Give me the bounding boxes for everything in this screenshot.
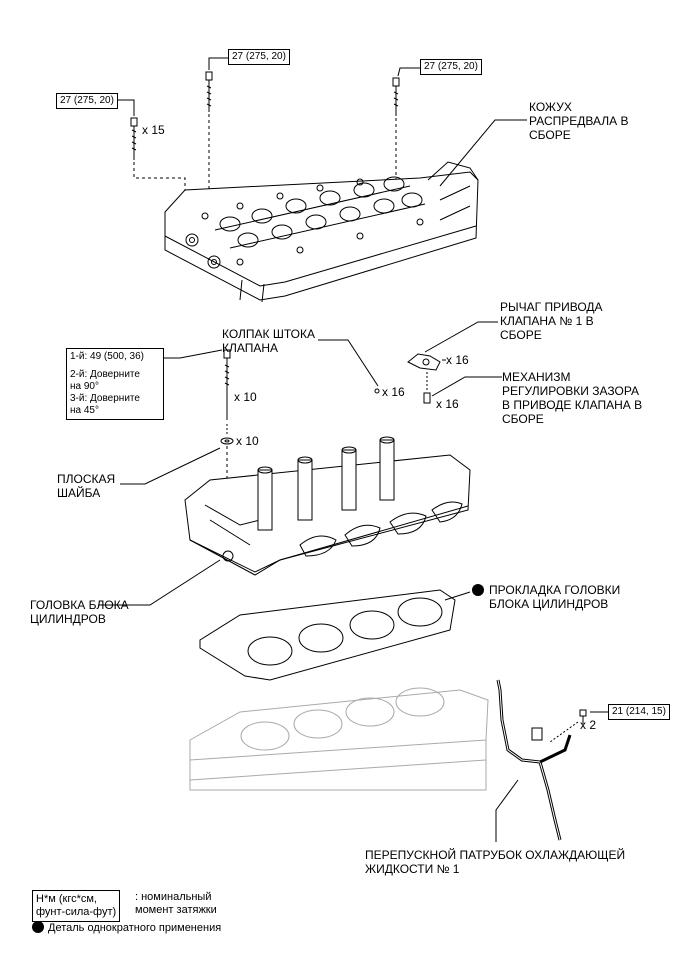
torque-box-bypass: 21 (214, 15) <box>608 704 670 720</box>
bypass-pipe-bolt <box>579 709 587 724</box>
camshaft-housing-bolt-right <box>392 77 400 116</box>
label-valve-stem-cap: КОЛПАК ШТОКА КЛАПАНА <box>222 327 315 355</box>
valve-stem-cap <box>374 388 380 394</box>
label-rocker-arm: РЫЧАГ ПРИВОДА КЛАПАНА № 1 В СБОРЕ <box>500 300 603 342</box>
cylinder-head <box>184 436 471 576</box>
camshaft-lobes <box>219 176 423 248</box>
lash-adjuster <box>423 372 431 404</box>
camshaft-housing-bolt-left <box>130 117 138 160</box>
qty-camshaft-bolts: x 15 <box>142 123 165 137</box>
nonreusable-legend-dot-icon <box>32 921 44 933</box>
label-plain-washer: ПЛОСКАЯ ШАЙБА <box>57 472 116 500</box>
qty-bypass-bolts: x 2 <box>580 718 597 732</box>
torque-box-left: 27 (275, 20) <box>56 93 118 109</box>
engine-block <box>189 687 489 791</box>
rocker-arm <box>407 353 441 371</box>
cylinder-head-bolt <box>223 349 231 420</box>
label-head-gasket-text: ПРОКЛАДКА ГОЛОВКИ БЛОКА ЦИЛИНДРОВ <box>489 583 621 611</box>
camshaft-housing <box>164 161 479 303</box>
legend-unit-box: Н*м (кгс*см, фунт-сила-фут) <box>32 890 121 922</box>
torque-step-3: 3-й: Доверните на 45° <box>70 393 140 416</box>
label-head-gasket: ПРОКЛАДКА ГОЛОВКИ БЛОКА ЦИЛИНДРОВ <box>472 583 620 611</box>
torque-step-1: 1-й: 49 (500, 36) <box>70 351 144 362</box>
legend-nonreusable-text: Деталь однократного применения <box>48 922 222 934</box>
torque-box-mid: 27 (275, 20) <box>228 49 290 65</box>
head-bolt-torque-box: 1-й: 49 (500, 36) 2-й: Доверните на 90° … <box>66 348 164 420</box>
qty-head-bolts: x 10 <box>234 390 257 404</box>
nonreusable-dot-icon <box>472 584 484 596</box>
label-camshaft-housing: КОЖУХ РАСПРЕДВАЛА В СБОРЕ <box>529 100 629 142</box>
camshaft-housing-bolt-mid <box>205 71 213 112</box>
label-cylinder-head: ГОЛОВКА БЛОКА ЦИЛИНДРОВ <box>30 598 129 626</box>
plain-washer <box>220 437 234 445</box>
legend-unit-desc: : номинальный момент затяжки <box>135 891 217 916</box>
qty-stem-caps: x 16 <box>382 385 405 399</box>
label-bypass-pipe: ПЕРЕПУСКНОЙ ПАТРУБОК ОХЛАЖДАЮЩЕЙ ЖИДКОСТ… <box>365 848 626 876</box>
label-lash-adjuster: МЕХАНИЗМ РЕГУЛИРОВКИ ЗАЗОРА В ПРИВОДЕ КЛ… <box>502 370 643 426</box>
torque-box-right: 27 (275, 20) <box>420 59 482 75</box>
head-gasket <box>199 589 456 681</box>
legend-nonreusable: Деталь однократного применения <box>32 921 221 935</box>
bypass-pipe <box>496 679 572 841</box>
torque-step-2: 2-й: Доверните на 90° <box>70 369 140 392</box>
qty-rocker-arms: x 16 <box>446 353 469 367</box>
qty-lash-adjusters: x 16 <box>436 397 459 411</box>
qty-washers: x 10 <box>236 434 259 448</box>
